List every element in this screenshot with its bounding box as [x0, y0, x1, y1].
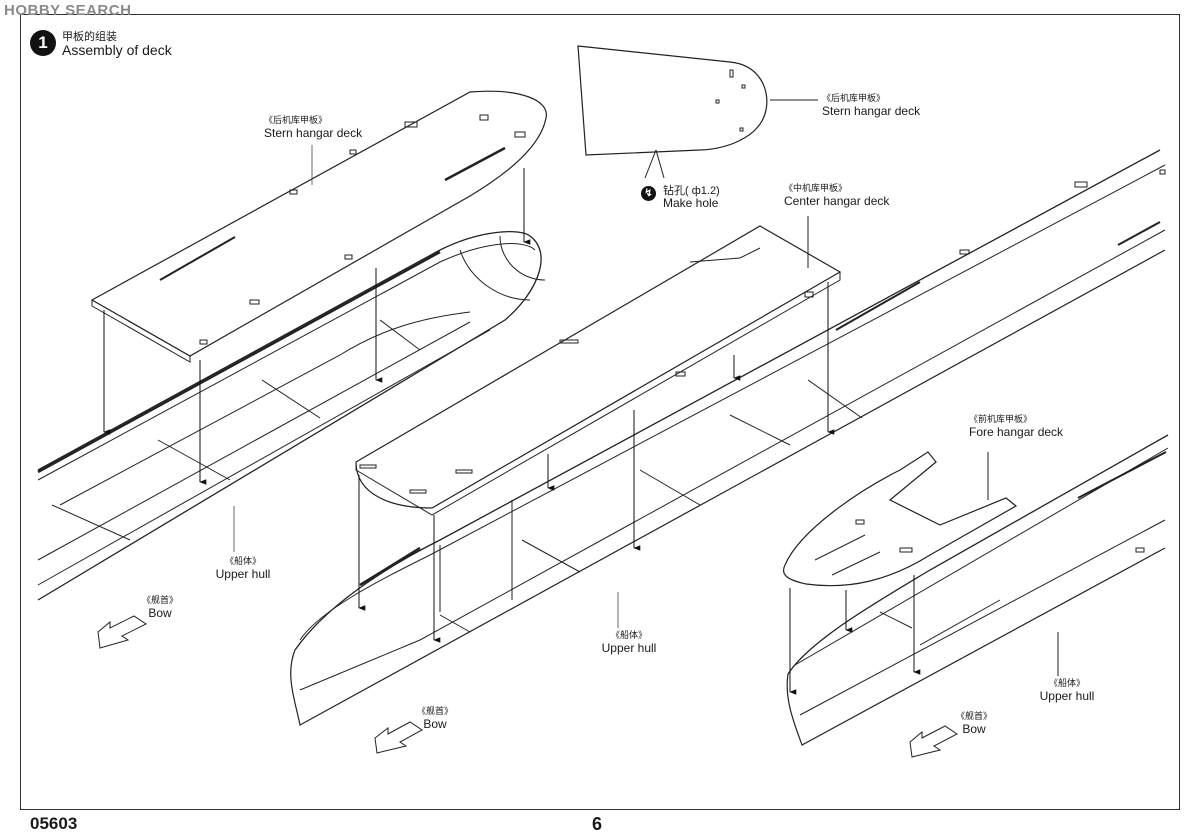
watermark-logo: HOBBY SEARCH — [4, 2, 132, 19]
upper-hull-left-part — [37, 231, 546, 601]
bow-arrow-right-icon — [909, 725, 958, 758]
step-title-cn: 甲板的组装 — [62, 31, 117, 43]
label-fore-hangar-deck: 《前机库甲板》 Fore hangar deck — [969, 414, 1064, 439]
label-stern-hangar-deck-right: 《后机库甲板》 Stern hangar deck — [822, 93, 921, 118]
step-number-badge: 1 — [30, 30, 56, 56]
label-upper-hull-right: 《船体》 Upper hull — [1039, 678, 1095, 703]
bow-arrow-middle-icon — [374, 721, 423, 754]
assembly-arrows — [103, 168, 921, 695]
label-bow-left: 《舰首》 Bow — [141, 595, 178, 620]
drill-icon: ↯ — [641, 186, 656, 201]
label-upper-hull-left: 《船体》 Upper hull — [215, 556, 271, 581]
make-hole-text-cn: 钻孔( ф1.2) — [663, 185, 720, 197]
label-bow-right: 《舰首》 Bow — [955, 711, 992, 736]
label-center-hangar-deck: 《中机库甲板》 Center hangar deck — [784, 183, 890, 208]
step-title-en: Assembly of deck — [62, 42, 172, 58]
leader-lines — [233, 145, 619, 628]
stern-hangar-deck-part — [90, 90, 547, 363]
center-hangar-deck-part — [355, 216, 842, 516]
label-stern-hangar-deck-left: 《后机库甲板》 Stern hangar deck — [264, 115, 363, 140]
label-bow-middle: 《舰首》 Bow — [416, 706, 453, 731]
bow-arrow-left-icon — [97, 615, 147, 649]
stern-hangar-deck-detail — [577, 45, 818, 179]
product-code: 05603 — [30, 814, 78, 833]
page-number: 6 — [592, 814, 603, 834]
label-upper-hull-middle: 《船体》 Upper hull — [601, 630, 657, 655]
fore-hangar-deck-part — [783, 451, 1018, 587]
upper-hull-right-part — [786, 434, 1169, 746]
page-frame — [20, 14, 1180, 810]
make-hole-text-en: Make hole — [663, 196, 719, 210]
